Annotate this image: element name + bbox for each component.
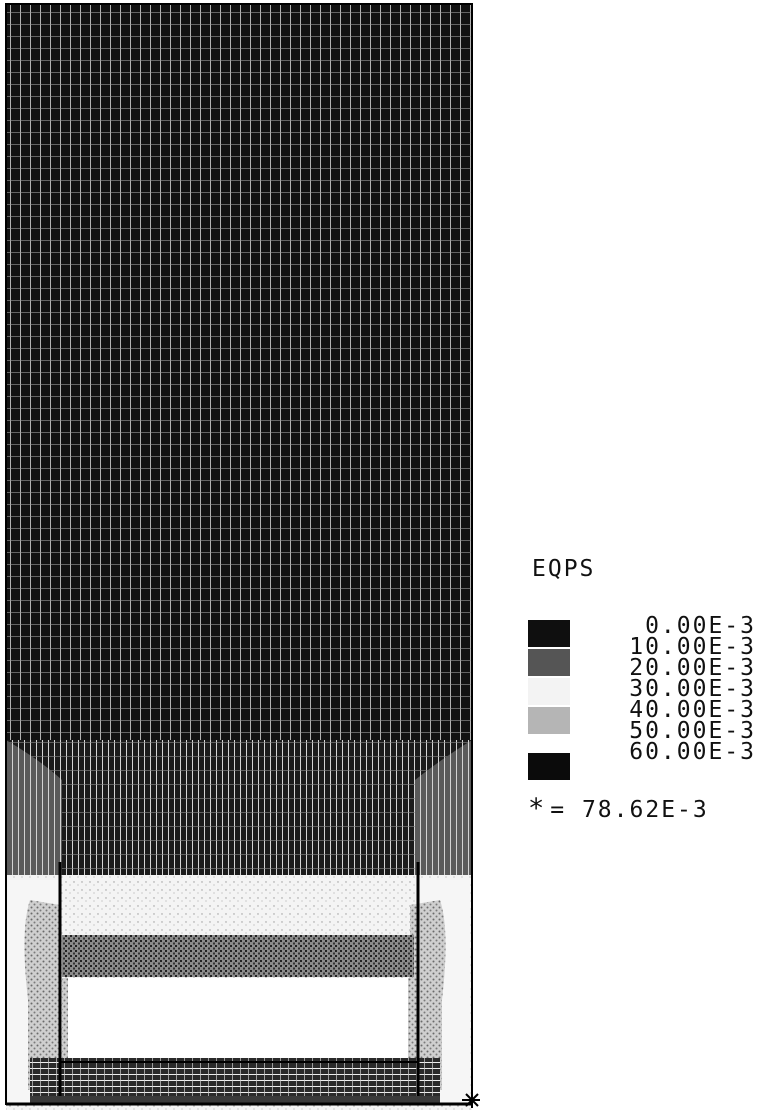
max-value-marker — [462, 1092, 480, 1108]
legend-level-label: 10.00E-3 — [629, 634, 756, 660]
bottom-base-strip — [30, 1096, 440, 1104]
legend-level-label: 60.00E-3 — [629, 739, 756, 765]
legend-swatch-band-1 — [528, 620, 570, 647]
middle-mesh-band — [6, 740, 472, 880]
legend-level-label: 50.00E-3 — [629, 718, 756, 744]
legend-level-label: 20.00E-3 — [629, 655, 756, 681]
max-value-row: *= 78.62E-3 — [528, 793, 709, 824]
bottom-base-mesh — [30, 1058, 440, 1100]
contour-plot — [5, 3, 480, 1110]
asterisk-icon: * — [528, 793, 547, 824]
central-hatched-band — [62, 935, 414, 977]
legend-level-label: 0.00E-3 — [645, 613, 756, 639]
legend-level-label: 30.00E-3 — [629, 676, 756, 702]
legend-title: EQPS — [532, 556, 596, 582]
left-contour-ring — [24, 900, 61, 1090]
max-value-label: = 78.62E-3 — [550, 797, 709, 823]
legend-swatch-band-2 — [528, 649, 570, 676]
left-transition-wedge — [6, 740, 62, 880]
legend-swatch-band-6 — [528, 753, 570, 780]
right-inner-hatch — [408, 978, 414, 1058]
structure-outline — [5, 3, 473, 1106]
legend-swatch-band-3 — [528, 678, 570, 705]
upper-mesh-region — [6, 4, 472, 744]
right-transition-wedge — [415, 740, 472, 880]
left-inner-hatch — [62, 978, 68, 1058]
legend-level-label: 40.00E-3 — [629, 697, 756, 723]
central-cavity — [62, 978, 414, 1058]
legend-swatch-band-4 — [528, 707, 570, 734]
